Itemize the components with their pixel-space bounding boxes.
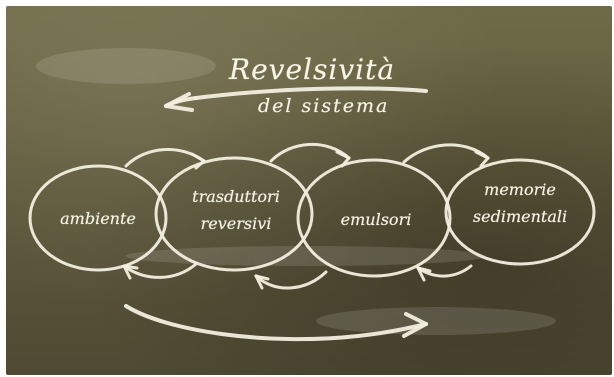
node-ambiente-label: ambiente — [60, 209, 136, 228]
node-emulsori-outline — [296, 158, 452, 278]
node-memorie-label-1: memorie — [484, 180, 556, 199]
node-memorie: memorie sedimentali — [444, 158, 596, 266]
chalk-smudges — [36, 48, 556, 335]
node-trasduttori-outline — [154, 156, 314, 272]
title-arrow — [164, 86, 428, 112]
node-emulsori: emulsori — [296, 158, 452, 278]
arrow-emulsori-to-memorie — [402, 143, 490, 164]
node-memorie-outline — [444, 158, 596, 266]
big-arrow-path — [124, 304, 428, 342]
node-trasduttori-label-2: reversivi — [201, 214, 272, 233]
node-ambiente: ambiente — [28, 164, 168, 272]
node-trasduttori: trasduttori reversivi — [154, 156, 314, 272]
forward-arrows — [124, 143, 490, 170]
arrow-trasduttori-to-ambiente — [122, 262, 198, 279]
chalkboard: Revelsività del sistema ambiente trasdut… — [6, 6, 612, 375]
node-ambiente-outline — [28, 164, 168, 272]
title-line1: Revelsività — [228, 53, 395, 86]
title-line2: del sistema — [258, 95, 389, 117]
big-bottom-arrow — [124, 304, 428, 342]
node-trasduttori-label-1: trasduttori — [192, 187, 280, 206]
node-memorie-label-2: sedimentali — [473, 207, 567, 226]
arrow-emulsori-to-trasduttori — [254, 270, 328, 290]
node-emulsori-label: emulsori — [341, 210, 412, 229]
arrow-ambiente-to-trasduttori — [124, 148, 206, 168]
chalk-diagram: Revelsività del sistema ambiente trasdut… — [28, 48, 596, 342]
arrow-trasduttori-to-emulsori — [269, 143, 351, 163]
backward-arrows — [122, 262, 473, 290]
